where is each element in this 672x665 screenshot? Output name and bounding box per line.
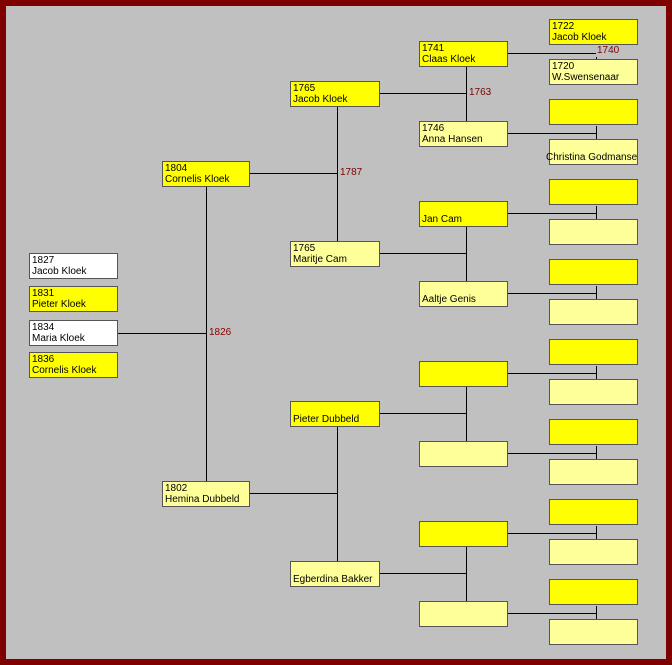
person-year: 1722 bbox=[552, 21, 575, 32]
person-name: Claas Kloek bbox=[422, 54, 476, 65]
person-box-gg-grandparent[interactable] bbox=[549, 579, 638, 605]
person-box-gg-grandparent[interactable] bbox=[549, 99, 638, 125]
person-box-gg-grandparent[interactable] bbox=[549, 299, 638, 325]
person-box-great-grandparent[interactable]: Jan Cam bbox=[419, 201, 508, 227]
person-box-grandmother[interactable]: Egberdina Bakker bbox=[290, 561, 380, 587]
person-box-gg-grandparent[interactable] bbox=[549, 459, 638, 485]
person-year: 1741 bbox=[422, 43, 445, 54]
person-box-child[interactable]: 1831 Pieter Kloek bbox=[29, 286, 118, 312]
person-name: Christina Godmanse bbox=[546, 152, 638, 163]
marriage-year: 1787 bbox=[339, 167, 364, 179]
person-name: Egberdina Bakker bbox=[293, 574, 373, 585]
person-name: Jacob Kloek bbox=[32, 266, 87, 277]
person-year: 1746 bbox=[422, 123, 445, 134]
person-name: Cornelis Kloek bbox=[165, 174, 230, 185]
person-box-grandfather[interactable]: 1765 Jacob Kloek bbox=[290, 81, 380, 107]
person-name: Maritje Cam bbox=[293, 254, 347, 265]
person-box-gg-grandparent[interactable]: 1720 W.Swensenaar bbox=[549, 59, 638, 85]
person-box-great-grandparent[interactable]: 1746 Anna Hansen bbox=[419, 121, 508, 147]
person-box-mother[interactable]: 1802 Hemina Dubbeld bbox=[162, 481, 250, 507]
person-box-father[interactable]: 1804 Cornelis Kloek bbox=[162, 161, 250, 187]
person-box-gg-grandparent[interactable] bbox=[549, 619, 638, 645]
person-box-gg-grandparent[interactable] bbox=[549, 259, 638, 285]
person-name: Jan Cam bbox=[422, 214, 463, 225]
person-name: Maria Kloek bbox=[32, 333, 85, 344]
person-box-gg-grandparent[interactable] bbox=[549, 179, 638, 205]
person-box-gg-grandparent[interactable] bbox=[549, 339, 638, 365]
connector-lines bbox=[117, 46, 597, 623]
person-name: Pieter Dubbeld bbox=[293, 414, 360, 425]
person-box-gg-grandparent[interactable]: Christina Godmanse bbox=[546, 139, 638, 165]
person-name: Pieter Kloek bbox=[32, 299, 86, 310]
marriage-year: 1740 bbox=[596, 45, 621, 57]
person-year: 1765 bbox=[293, 243, 316, 254]
person-name: Jacob Kloek bbox=[293, 94, 348, 105]
person-box-gg-grandparent[interactable]: 1722 Jacob Kloek bbox=[549, 19, 638, 45]
person-box-great-grandparent[interactable]: 1741 Claas Kloek bbox=[419, 41, 508, 67]
person-year: 1765 bbox=[293, 83, 316, 94]
person-name: W.Swensenaar bbox=[552, 72, 620, 83]
person-year: 1834 bbox=[32, 322, 55, 333]
person-year: 1804 bbox=[165, 163, 188, 174]
person-box-child[interactable]: 1836 Cornelis Kloek bbox=[29, 352, 118, 378]
marriage-year: 1763 bbox=[468, 87, 493, 99]
person-box-gg-grandparent[interactable] bbox=[549, 539, 638, 565]
person-box-grandfather[interactable]: Pieter Dubbeld bbox=[290, 401, 380, 427]
person-box-great-grandparent[interactable] bbox=[419, 601, 508, 627]
person-name: Anna Hansen bbox=[422, 134, 483, 145]
person-box-gg-grandparent[interactable] bbox=[549, 499, 638, 525]
person-box-child[interactable]: 1834 Maria Kloek bbox=[29, 320, 118, 346]
person-name: Hemina Dubbeld bbox=[165, 494, 240, 505]
person-year: 1836 bbox=[32, 354, 55, 365]
person-box-great-grandparent[interactable]: Aaltje Genis bbox=[419, 281, 508, 307]
person-box-great-grandparent[interactable] bbox=[419, 361, 508, 387]
person-year: 1827 bbox=[32, 255, 55, 266]
person-name: Cornelis Kloek bbox=[32, 365, 97, 376]
person-box-grandmother[interactable]: 1765 Maritje Cam bbox=[290, 241, 380, 267]
person-box-gg-grandparent[interactable] bbox=[549, 419, 638, 445]
person-year: 1831 bbox=[32, 288, 55, 299]
person-year: 1802 bbox=[165, 483, 188, 494]
person-box-gg-grandparent[interactable] bbox=[549, 219, 638, 245]
person-box-child[interactable]: 1827 Jacob Kloek bbox=[29, 253, 118, 279]
person-box-great-grandparent[interactable] bbox=[419, 521, 508, 547]
person-name: Jacob Kloek bbox=[552, 32, 607, 43]
person-name: Aaltje Genis bbox=[422, 294, 476, 305]
person-year: 1720 bbox=[552, 61, 575, 72]
person-box-great-grandparent[interactable] bbox=[419, 441, 508, 467]
marriage-year: 1826 bbox=[208, 327, 233, 339]
person-box-gg-grandparent[interactable] bbox=[549, 379, 638, 405]
